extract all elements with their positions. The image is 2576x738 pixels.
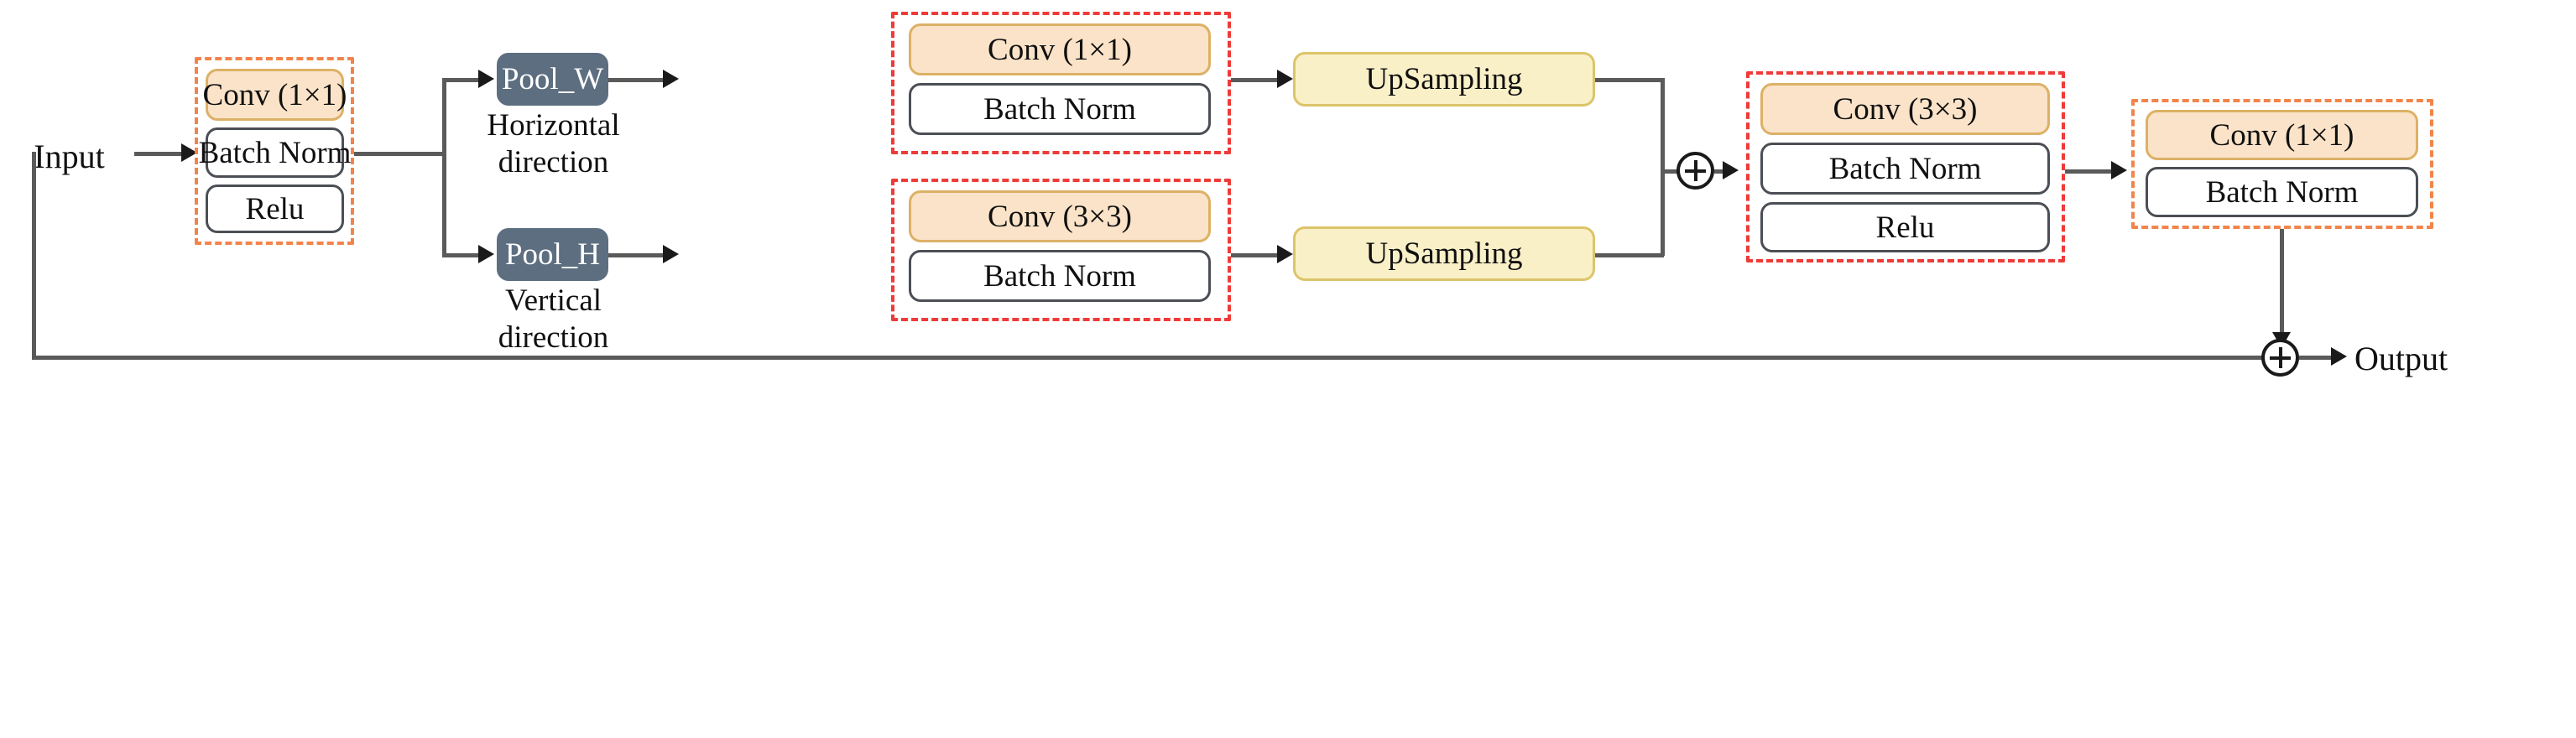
add-residual-operator xyxy=(2261,339,2299,377)
input-label: Input xyxy=(34,138,105,175)
final-conv-box[interactable]: Conv (1×1) xyxy=(2146,110,2418,160)
pool-w-output-line xyxy=(608,78,670,82)
pool-w-direction-line2: direction xyxy=(498,145,609,179)
branch1-conv-box[interactable]: Conv (1×1) xyxy=(909,23,1211,75)
branch1-conv-output-line xyxy=(1231,78,1284,82)
merge-block-arrowhead xyxy=(1723,161,1739,179)
pool-w-box[interactable]: Pool_W xyxy=(497,53,608,106)
branch1-conv-arrowhead xyxy=(663,70,679,88)
final-block-arrowhead xyxy=(2111,161,2127,179)
branch1-merge-line xyxy=(1595,78,1664,82)
merge-vertical-line xyxy=(1661,78,1665,256)
split-vertical-line xyxy=(442,80,446,257)
pool-h-direction-line1: Vertical xyxy=(504,283,602,318)
branch2-merge-line xyxy=(1595,253,1664,257)
branch2-batchnorm-box[interactable]: Batch Norm xyxy=(909,250,1211,302)
stem-conv-box[interactable]: Conv (1×1) xyxy=(203,69,347,121)
branch1-batchnorm-box[interactable]: Batch Norm xyxy=(909,83,1211,135)
residual-to-output-line xyxy=(2299,356,2341,360)
output-arrowhead xyxy=(2331,347,2347,366)
pool-w-arrowhead xyxy=(478,70,494,88)
pool-h-output-line xyxy=(608,253,670,257)
stem-block-group xyxy=(195,57,354,245)
pool-h-arrowhead xyxy=(478,245,494,263)
merge-conv-box[interactable]: Conv (3×3) xyxy=(1760,83,2050,135)
merge-to-plus-line xyxy=(1661,169,1679,174)
branch2-conv-group xyxy=(891,179,1231,321)
stem-output-line xyxy=(354,152,445,156)
branch1-upsampling-arrowhead xyxy=(1277,70,1293,88)
stem-batchnorm-box[interactable]: Batch Norm xyxy=(199,127,351,178)
merge-batchnorm-box[interactable]: Batch Norm xyxy=(1760,143,2050,195)
branch1-conv-group xyxy=(891,12,1231,154)
output-label: Output xyxy=(2354,340,2448,377)
add-merge-operator xyxy=(1676,152,1714,190)
lower-branch-line xyxy=(442,253,484,257)
residual-skip-horizontal-line xyxy=(32,356,2264,360)
branch2-upsampling-arrowhead xyxy=(1277,245,1293,263)
branch2-upsampling-box[interactable]: UpSampling xyxy=(1293,226,1595,281)
branch2-conv-arrowhead xyxy=(663,245,679,263)
branch1-upsampling-box[interactable]: UpSampling xyxy=(1293,52,1595,107)
merge-block-group xyxy=(1746,71,2065,262)
stem-relu-box[interactable]: Relu xyxy=(206,184,344,233)
final-batchnorm-box[interactable]: Batch Norm xyxy=(2146,167,2418,217)
branch2-conv-output-line xyxy=(1231,253,1284,257)
upper-branch-line xyxy=(442,78,484,82)
pool-w-direction-line1: Horizontal xyxy=(487,108,620,143)
pool-h-box[interactable]: Pool_H xyxy=(497,228,608,281)
merge-to-final-line xyxy=(2065,169,2118,174)
input-arrowhead xyxy=(181,143,197,162)
final-block-group xyxy=(2131,99,2433,229)
branch2-conv-box[interactable]: Conv (3×3) xyxy=(909,190,1211,242)
pool-h-direction-line2: direction xyxy=(498,320,609,355)
final-block-down-line xyxy=(2280,229,2284,336)
input-connector-line xyxy=(134,152,186,156)
residual-skip-vertical-line xyxy=(32,152,36,360)
merge-relu-box[interactable]: Relu xyxy=(1760,202,2050,252)
